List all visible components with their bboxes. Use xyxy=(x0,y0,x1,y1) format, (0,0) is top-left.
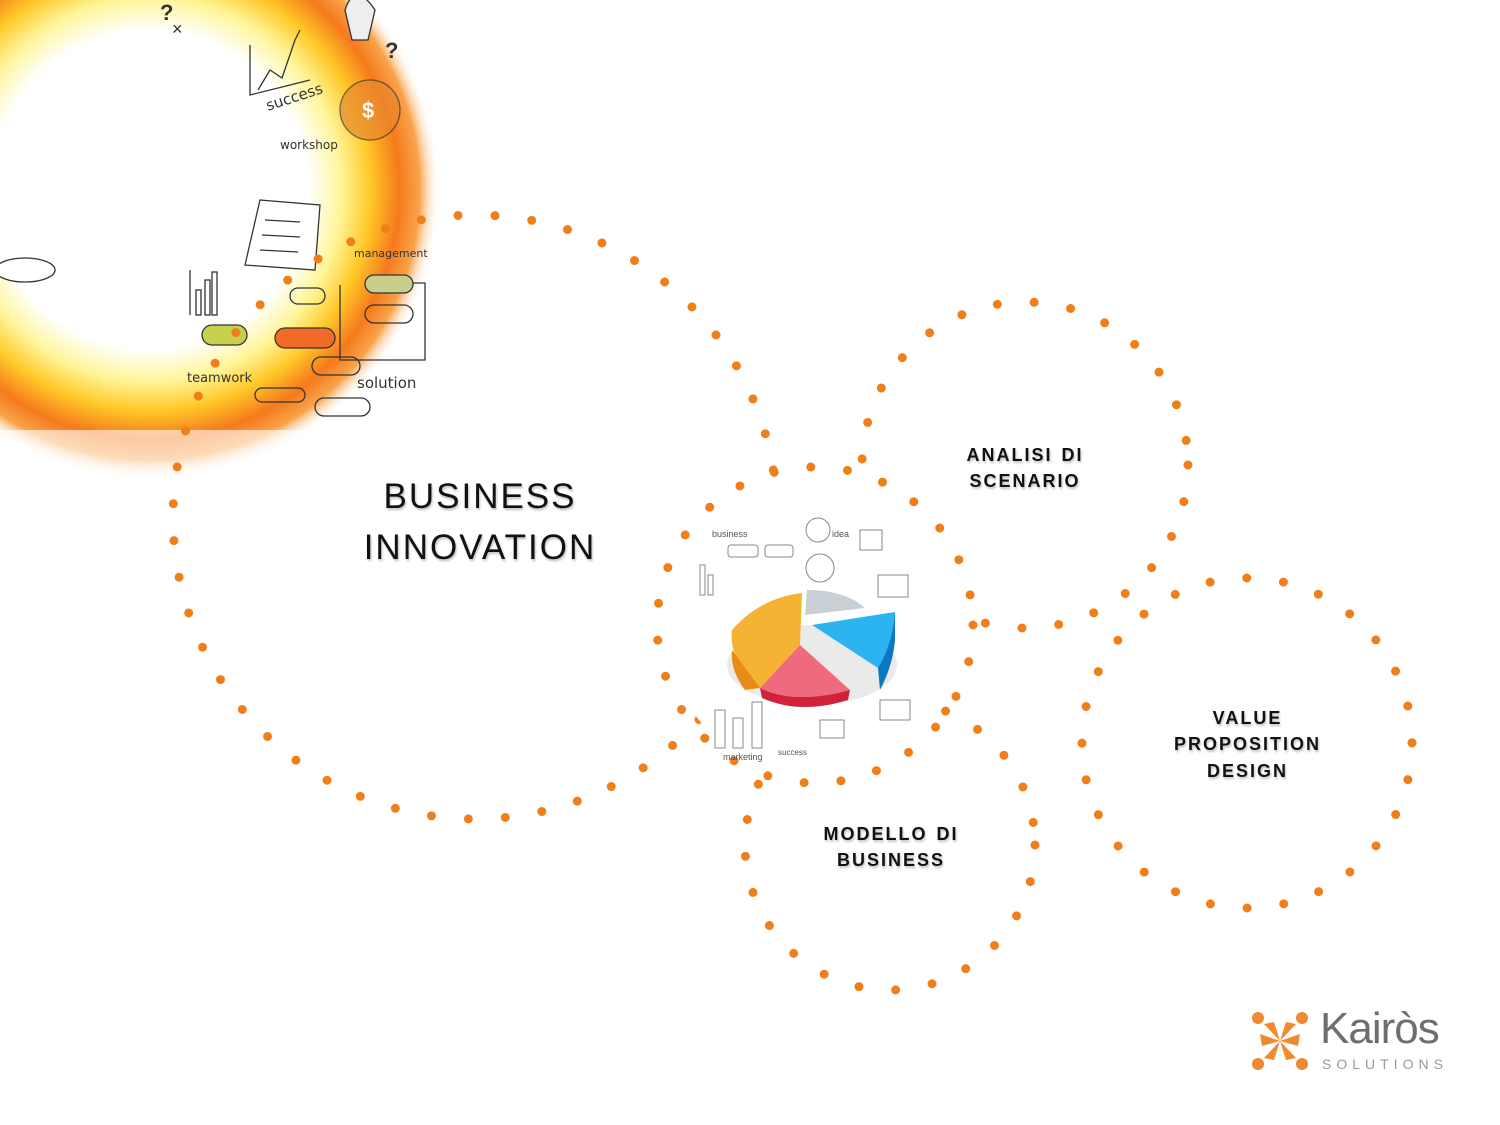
kairos-logo: Kairòs SOLUTIONS xyxy=(1250,1004,1443,1074)
logo-name: Kairòs xyxy=(1320,1004,1440,1053)
node-value-line-3: design xyxy=(1206,754,1288,783)
dotted-circle-value xyxy=(1077,573,1417,913)
dotted-circle-analisi xyxy=(857,297,1193,633)
kairos-logo-mark-icon xyxy=(1252,1012,1308,1070)
node-analisi-di-scenario: Analisi di scenario xyxy=(920,440,1130,493)
title-line-1: Business xyxy=(383,463,577,519)
swirl-illustration: ? ? × $ xyxy=(0,0,480,490)
page-title: Business Innovation xyxy=(290,466,670,568)
center-label-success: success xyxy=(778,748,807,757)
node-modello-di-business: Modello di business xyxy=(785,819,997,872)
question-mark-icon: ? xyxy=(385,38,398,63)
center-label-marketing: marketing xyxy=(723,752,763,762)
node-value-line-2: proposition xyxy=(1173,728,1321,757)
node-analisi-line-1: Analisi di xyxy=(966,439,1084,467)
question-mark-icon: ? xyxy=(160,0,173,25)
node-value-proposition-design: Value proposition design xyxy=(1140,703,1355,782)
title-line-2: Innovation xyxy=(363,514,597,570)
node-value-line-1: Value xyxy=(1212,702,1283,730)
close-mark-icon: × xyxy=(172,19,183,39)
doodle-management: management xyxy=(354,247,428,260)
center-label-business: business xyxy=(712,529,748,539)
node-analisi-line-2: scenario xyxy=(969,465,1081,494)
node-modello-line-1: Modello di xyxy=(823,818,959,846)
center-pie-illustration: business idea marketing success xyxy=(665,475,965,775)
doodle-workshop: workshop xyxy=(280,138,338,152)
dotted-circle-center xyxy=(652,462,978,788)
node-modello-line-2: business xyxy=(836,844,946,873)
doodle-teamwork: teamwork xyxy=(187,371,253,386)
center-label-idea: idea xyxy=(832,529,849,539)
dotted-circle-modello xyxy=(740,695,1040,995)
logo-subtitle: SOLUTIONS xyxy=(1322,1056,1448,1072)
dollar-bag-icon: $ xyxy=(362,98,374,123)
doodle-solution: solution xyxy=(357,374,417,392)
